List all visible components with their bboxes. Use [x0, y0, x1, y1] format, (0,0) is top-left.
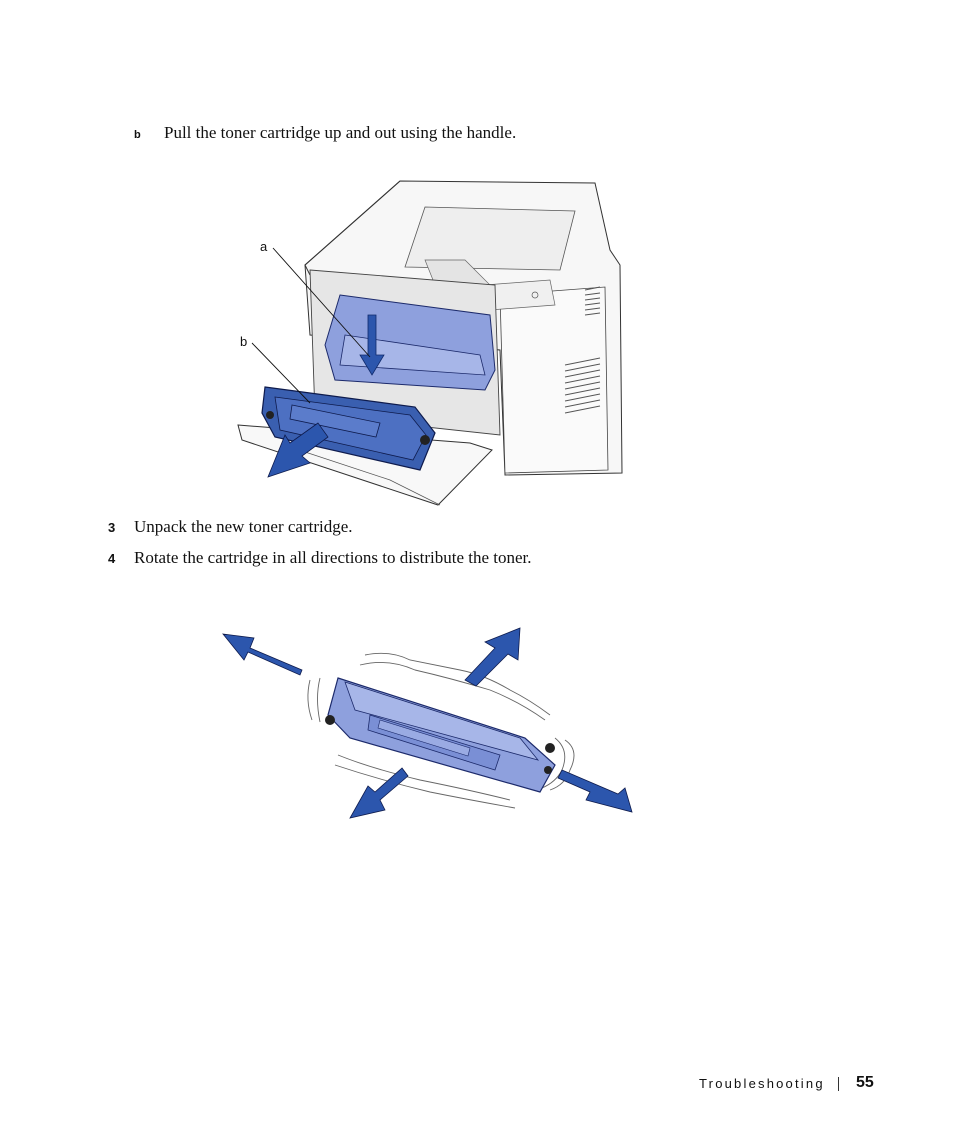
step-text: Unpack the new toner cartridge. — [134, 517, 353, 536]
callout-a: a — [260, 239, 268, 254]
rotate-cartridge-illustration — [222, 627, 633, 819]
step-text: Pull the toner cartridge up and out usin… — [164, 123, 517, 142]
page-number: 55 — [856, 1074, 874, 1091]
footer-section-title: Troubleshooting — [699, 1076, 825, 1091]
step-marker: 4 — [108, 551, 116, 566]
step-marker: 3 — [108, 520, 116, 535]
step-marker: b — [134, 129, 141, 141]
footer-divider — [838, 1077, 839, 1091]
step-text: Rotate the cartridge in all directions t… — [134, 548, 532, 567]
printer-illustration: a b — [237, 180, 623, 506]
callout-b: b — [240, 334, 247, 349]
